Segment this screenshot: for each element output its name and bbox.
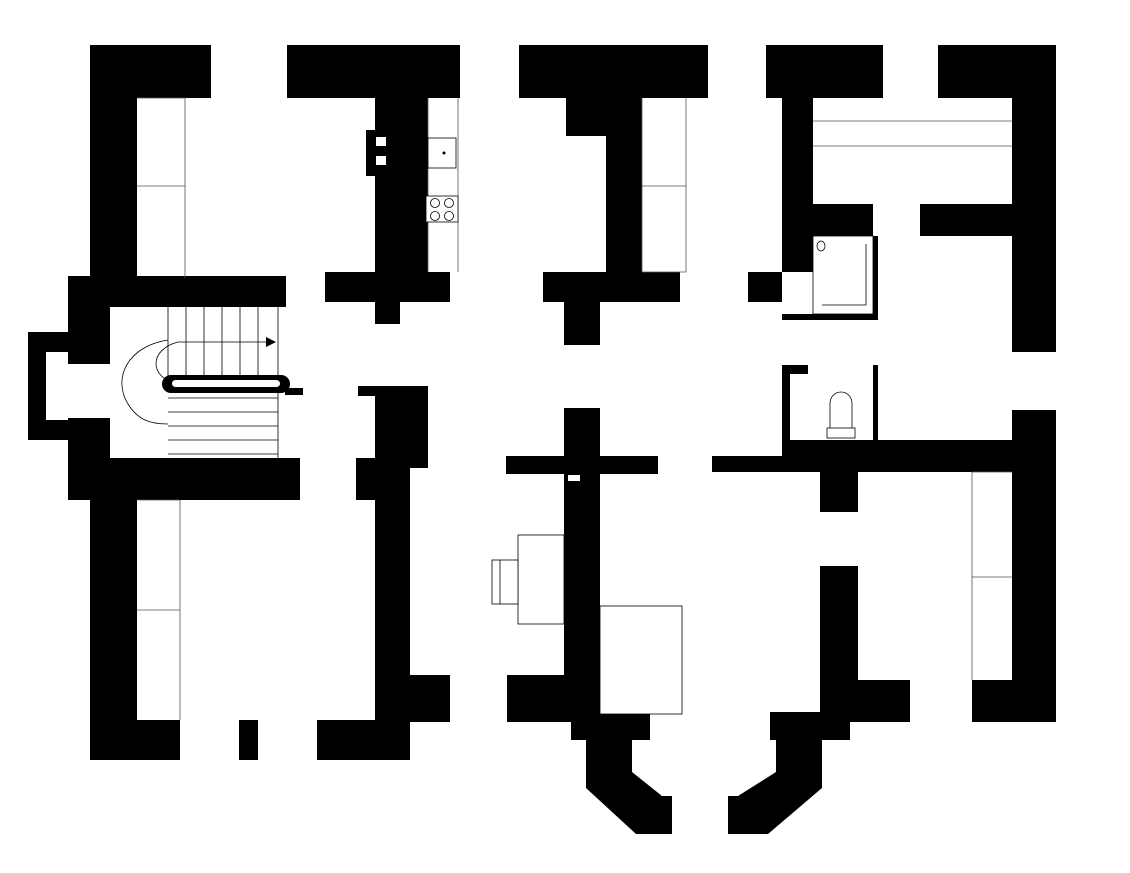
stair-tower (28, 276, 303, 500)
window-top-4 (883, 45, 938, 98)
wall-kitchen-left (325, 98, 450, 324)
window-top-2 (460, 45, 519, 98)
desk (517, 534, 565, 625)
window-top-1 (211, 45, 287, 98)
wall-living-left (356, 386, 428, 720)
wall-bath-left (748, 98, 813, 302)
handrail-end (285, 388, 303, 395)
toilet (826, 391, 856, 439)
interior-walls (325, 98, 1012, 722)
window-bottom-1 (180, 720, 239, 760)
wall-wc (712, 365, 1012, 512)
window-bottom-3 (450, 675, 507, 722)
entry-porch-inner (46, 352, 68, 420)
shower-tray (812, 235, 874, 315)
window-top-3 (708, 45, 766, 98)
top-wall (90, 45, 1056, 98)
stair-curve (121, 339, 169, 425)
wall-kitchen-right (543, 98, 680, 345)
chair (491, 559, 519, 605)
entry-door-opening (68, 364, 110, 418)
cooktop-four-burners (425, 195, 459, 223)
window-right (1012, 352, 1056, 410)
wall-central-cross (506, 408, 658, 712)
wall-bath-upper-right (920, 204, 1012, 236)
built-in-cabinets (137, 97, 1012, 720)
kitchen-sink (427, 137, 457, 169)
left-wall-lower (90, 495, 137, 760)
bay-window-glass (672, 796, 728, 834)
left-wall-upper (90, 45, 137, 278)
kitchen-counter (427, 98, 459, 272)
bay-window-walls (586, 722, 822, 834)
radiator (366, 130, 388, 176)
table (599, 605, 683, 715)
wall-study-right (820, 566, 858, 722)
window-bottom-4 (910, 680, 972, 722)
stair-arrow-icon (266, 337, 276, 347)
fixtures (137, 97, 1012, 720)
window-bottom-2 (258, 720, 317, 760)
bottom-wall-left (90, 720, 410, 760)
stair-tower-wall (68, 276, 300, 500)
wall-shower-top (813, 204, 873, 236)
windows (180, 45, 1056, 760)
